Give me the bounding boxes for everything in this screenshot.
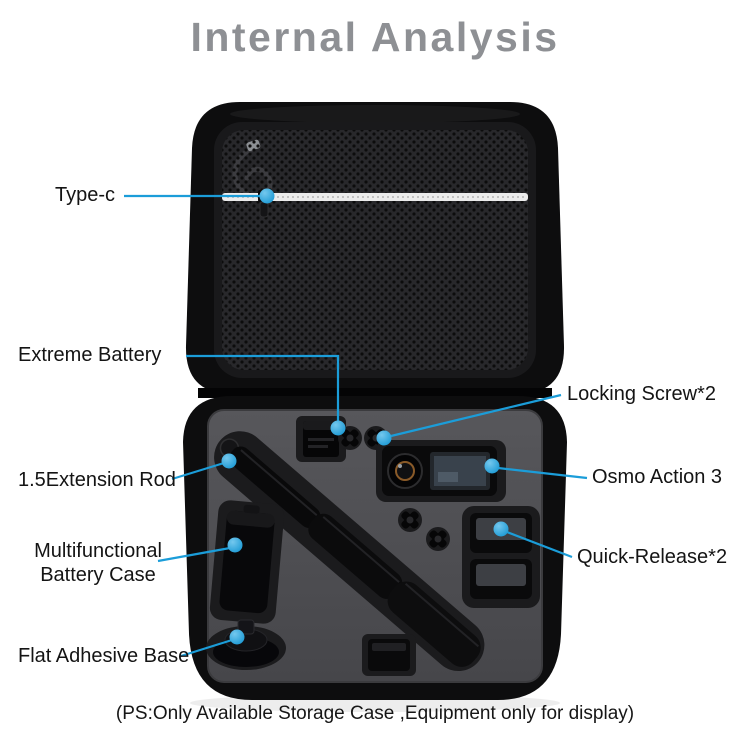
callout-dot-type-c — [259, 188, 275, 204]
callout-extension-rod — [171, 453, 237, 481]
battery-label-line2 — [308, 445, 328, 448]
screw-item-3 — [398, 508, 422, 532]
callout-osmo-action — [484, 458, 588, 480]
adhesive-mount-knob — [237, 619, 255, 635]
callout-label-extension-rod: 1.5Extension Rod — [18, 469, 176, 491]
page-title: Internal Analysis — [190, 14, 560, 60]
screw-item-4 — [426, 527, 450, 551]
callout-line-flat-adhesive — [180, 638, 233, 658]
extension-rod-item — [214, 431, 485, 672]
callout-label-locking-screw: Locking Screw*2 — [567, 383, 716, 405]
accessory-item — [362, 634, 416, 676]
callout-type-c — [124, 188, 275, 204]
battery-cap — [303, 421, 339, 430]
rod-highlight-2 — [322, 516, 400, 583]
callout-dot-locking-screw — [376, 430, 392, 446]
rod-segment-2 — [308, 513, 403, 599]
zipper-tape — [222, 193, 528, 201]
mesh-texture — [222, 130, 528, 370]
callout-locking-screw — [376, 393, 562, 446]
callout-extreme-battery — [186, 354, 346, 436]
callout-line-battery-case — [157, 546, 231, 563]
callout-dot-osmo-action — [484, 458, 500, 474]
battery-case-item — [209, 500, 285, 624]
battery-case-lid — [226, 510, 275, 528]
callout-dot-battery-case — [227, 537, 243, 553]
rod-segment-1 — [229, 446, 321, 528]
callout-line-extension-rod — [171, 461, 225, 481]
callout-label-type-c: Type-c — [55, 184, 116, 206]
hinge-seam — [198, 388, 552, 398]
callout-dot-extreme-battery — [330, 420, 346, 436]
flat-adhesive-base-item — [206, 619, 286, 670]
battery-case-clip — [243, 504, 260, 514]
callout-line-osmo-action — [497, 466, 588, 480]
callout-dot-flat-adhesive — [229, 629, 245, 645]
callout-label-battery-case: Multifunctional Battery Case — [34, 540, 162, 586]
osmo-action-camera-item — [376, 440, 506, 502]
callout-quick-release — [493, 521, 573, 559]
footer-note: (PS:Only Available Storage Case ,Equipme… — [115, 703, 635, 724]
quick-release-plate-2-top — [476, 564, 526, 586]
camera-screen-detail — [438, 472, 458, 482]
zipper-pull-tab — [259, 201, 269, 218]
callout-line-locking-screw — [390, 393, 562, 438]
rod-highlight-1 — [240, 449, 318, 517]
camera-lens-glint — [398, 464, 402, 468]
rod-highlight-3 — [404, 582, 480, 648]
battery-label-line — [308, 438, 334, 441]
callout-flat-adhesive — [180, 629, 245, 658]
rod-segment-3 — [387, 581, 481, 667]
lid-sheen — [230, 105, 520, 123]
callout-line-quick-release — [506, 530, 573, 559]
callout-label-osmo-action: Osmo Action 3 — [592, 466, 723, 488]
callout-line-extreme-battery — [186, 354, 340, 421]
callout-label-quick-release: Quick-Release*2 — [577, 546, 728, 568]
callout-battery-case — [157, 537, 243, 563]
quick-release-plates-item — [462, 506, 540, 608]
callout-dot-extension-rod — [221, 453, 237, 469]
callout-label-flat-adhesive: Flat Adhesive Base — [18, 645, 190, 667]
accessory-top — [372, 643, 406, 651]
callout-label-extreme-battery: Extreme Battery — [18, 344, 162, 366]
case-lid — [185, 102, 565, 394]
battery-case-body — [219, 510, 275, 614]
callout-dot-quick-release — [493, 521, 509, 537]
